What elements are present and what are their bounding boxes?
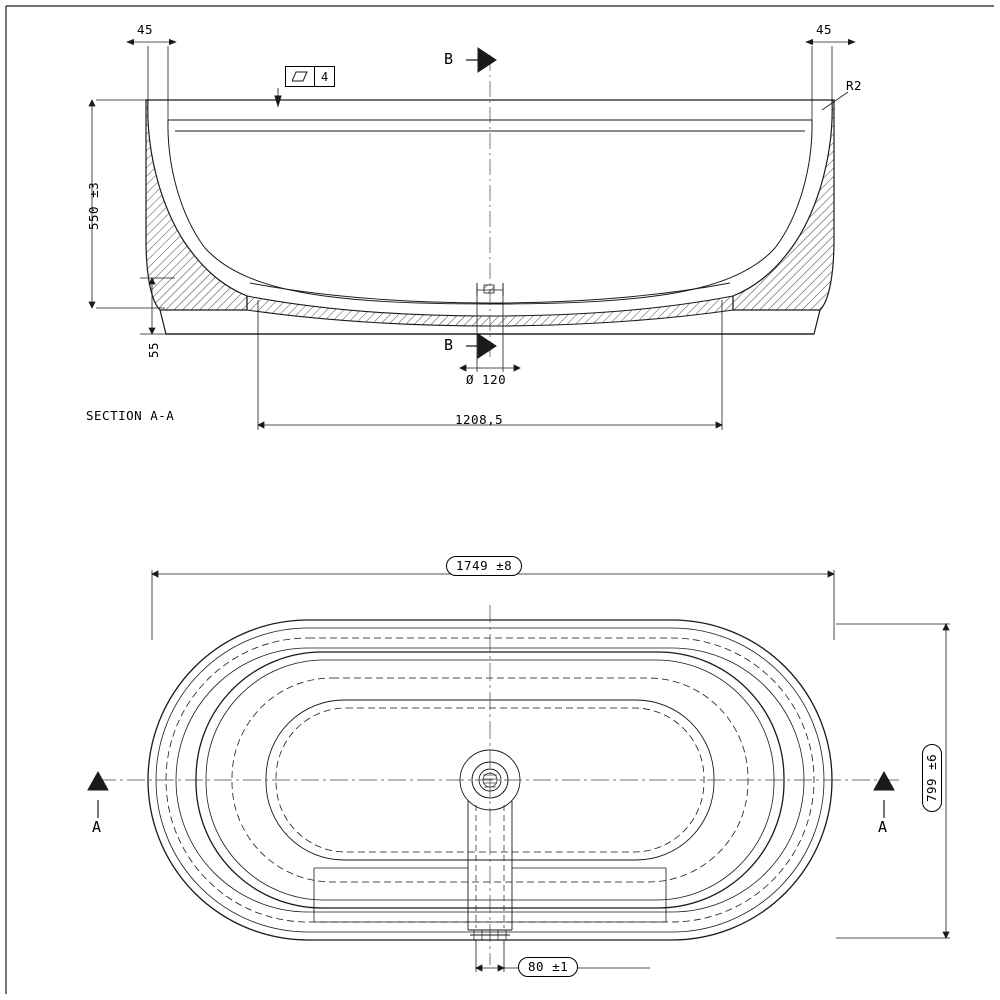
surface-finish-callout: 4 (285, 66, 336, 87)
dim-plinth-height: 55 (146, 341, 161, 358)
flatness-symbol-icon (286, 67, 314, 86)
section-view-geometry (145, 55, 835, 360)
plan-dimensions (151, 570, 950, 972)
dim-drain-diameter: Ø 120 (466, 372, 507, 387)
dim-radius-note: R2 (846, 78, 863, 93)
plan-view-geometry (98, 605, 900, 965)
dim-overall-length: 1749 ±8 (446, 556, 523, 577)
parallelogram-icon (292, 71, 308, 82)
surface-callout-leader (274, 88, 282, 108)
section-dimensions (88, 38, 856, 430)
section-marker-b (466, 47, 497, 359)
section-marker-a-right-label: A (878, 818, 889, 836)
section-marker-a (87, 770, 895, 818)
dim-right-wall-thickness: 45 (816, 22, 833, 37)
section-caption: SECTION A-A (86, 408, 175, 423)
dim-overall-width: 799 ±6 (922, 743, 943, 812)
dim-base-width: 1208,5 (455, 412, 504, 427)
dim-overall-height: 550 ±3 (86, 181, 101, 230)
dim-drain-offset: 80 ±1 (518, 957, 579, 978)
section-marker-b-bottom-label: B (444, 336, 455, 354)
section-marker-a-left-label: A (92, 818, 103, 836)
dim-left-wall-thickness: 45 (137, 22, 154, 37)
surface-callout-value: 4 (314, 67, 334, 86)
sheet-border (5, 5, 994, 994)
section-marker-b-top-label: B (444, 50, 455, 68)
